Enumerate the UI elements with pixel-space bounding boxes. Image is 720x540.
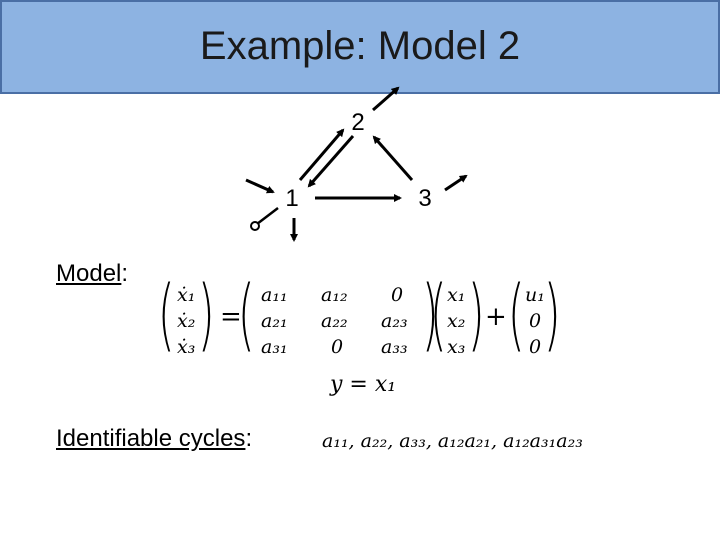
- output-equation: y = x₁: [330, 372, 397, 397]
- matrix-cell: 0: [331, 336, 344, 358]
- model-colon: :: [121, 260, 129, 287]
- state-1: x₁: [447, 284, 466, 306]
- plus-sign: +: [485, 302, 507, 332]
- matrix-cell: a₃₃: [381, 336, 408, 358]
- edge-2-to-1: [307, 135, 355, 188]
- lhs-vector: ( ẋ₁ ẋ₂ ẋ₃ ): [157, 270, 215, 360]
- input-vector: ( u₁ 0 0 ): [507, 270, 561, 360]
- matrix-cell: a₁₂: [321, 284, 348, 306]
- matrix-cell: a₃₁: [261, 336, 288, 358]
- title-bar: Example: Model 2: [0, 0, 720, 94]
- node-3-circle: [405, 178, 445, 218]
- input-arrow: [245, 178, 275, 194]
- model-label: Model:: [56, 260, 128, 288]
- leak-arrow-3: [444, 174, 468, 192]
- matrix-cell: a₂₃: [381, 310, 408, 332]
- coefficient-matrix: ( a₁₁ a₁₂ 0 a₂₁ a₂₂ a₂₃ a₃₁ 0 a₃₃ ): [237, 270, 439, 360]
- model-label-text: Model: [56, 260, 122, 287]
- identifiable-cycles-list: a₁₁, a₂₂, a₃₃, a₁₂a₂₁, a₁₂a₃₁a₂₃: [322, 430, 583, 452]
- input-3: 0: [529, 336, 542, 358]
- state-vector: ( x₁ x₂ x₃ ): [429, 270, 485, 360]
- matrix-cell: a₂₁: [261, 310, 288, 332]
- cycles-colon: :: [245, 425, 253, 452]
- input-2: 0: [529, 310, 542, 332]
- edge-3-to-2: [372, 135, 414, 181]
- matrix-cell: a₂₂: [321, 310, 348, 332]
- state-2: x₂: [447, 310, 466, 332]
- output-circle: [250, 221, 260, 231]
- equals-sign: =: [220, 302, 242, 332]
- cycles-label: Identifiable cycles:: [56, 425, 252, 453]
- lhs-3: ẋ₃: [177, 336, 196, 358]
- node-1-label: 1: [285, 185, 298, 212]
- state-equation: ( ẋ₁ ẋ₂ ẋ₃ ) = ( a₁₁ a₁₂ 0 a₂₁ a₂₂ a₂₃ a…: [157, 270, 565, 360]
- node-2-label: 2: [351, 109, 364, 136]
- input-1: u₁: [525, 284, 545, 306]
- leak-arrow-2: [372, 86, 400, 112]
- edge-1-to-2: [298, 128, 345, 181]
- node-1-circle: [272, 178, 312, 218]
- matrix-cell: 0: [391, 284, 404, 306]
- matrix-cell: a₁₁: [261, 284, 288, 306]
- node-3-label: 3: [418, 185, 431, 212]
- slide-title: Example: Model 2: [199, 24, 521, 68]
- lhs-1: ẋ₁: [177, 284, 196, 306]
- output-line: [256, 207, 279, 225]
- cycles-label-text: Identifiable cycles: [56, 425, 246, 452]
- node-2-circle: [338, 102, 378, 142]
- lhs-2: ẋ₂: [177, 310, 196, 332]
- state-3: x₃: [447, 336, 466, 358]
